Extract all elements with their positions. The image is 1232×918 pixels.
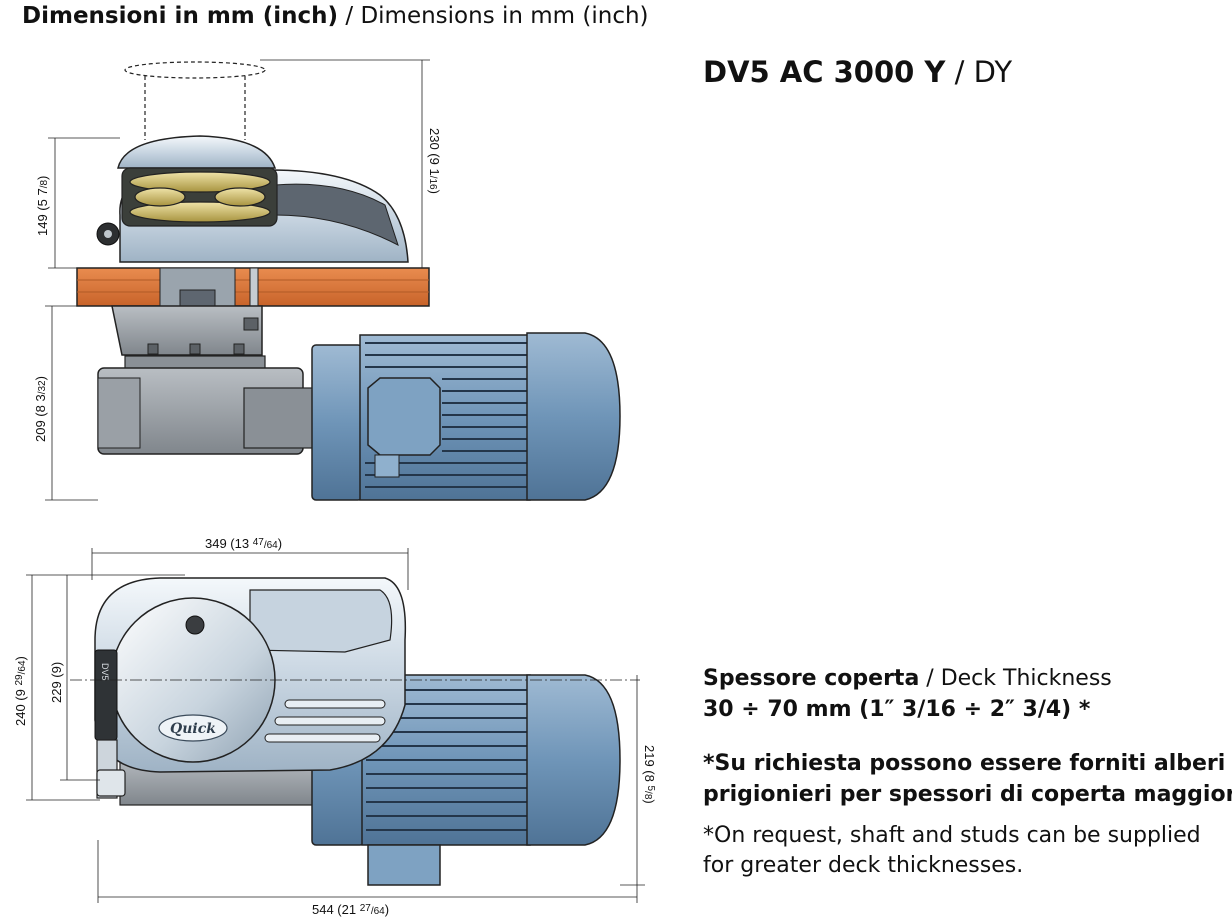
model-title: DV5 AC 3000 Y / DY [703, 55, 1012, 89]
deck-thickness-heading: Spessore coperta / Deck Thickness [703, 663, 1112, 694]
capstan-dashed-outline [124, 61, 266, 140]
dim-229-label: 229 (9) [49, 662, 64, 703]
quick-logo-text: Quick [170, 721, 216, 737]
top-dimension-lines [26, 548, 645, 903]
top-housing-window [249, 589, 393, 653]
quick-logo: Quick [158, 714, 228, 742]
note-english: *On request, shaft and studs can be supp… [703, 821, 1201, 881]
top-view: Quick DV5 349 (13 47/64) [13, 536, 657, 917]
deck-thickness-block: Spessore coperta / Deck Thickness 30 ÷ 7… [703, 663, 1112, 725]
deck-thickness-separator: / [919, 666, 941, 691]
model-variant: DY [973, 55, 1013, 89]
flange-bolts [147, 317, 259, 355]
gearbox-side-block [97, 377, 141, 449]
side-dimension-lines [45, 59, 430, 501]
page-title-english: Dimensions in mm (inch) [360, 3, 649, 29]
dim-149-label: 149 (5 7/8) [35, 176, 50, 236]
side-view: 149 (5 7/8) 230 (9 1/16) 209 (8 3/32) [33, 59, 621, 501]
gypsy [121, 167, 278, 227]
dim-230-label: 230 (9 1/16) [427, 128, 442, 194]
technical-drawing: 149 (5 7/8) 230 (9 1/16) 209 (8 3/32) [13, 59, 657, 917]
gearbox-coupling [243, 387, 320, 449]
note-italian: *Su richiesta possono essere forniti alb… [703, 748, 1232, 810]
top-motor-end-cap [526, 674, 621, 846]
handle-grip [96, 769, 126, 797]
motor-terminal-box [367, 377, 441, 456]
note-english-line1: *On request, shaft and studs can be supp… [703, 823, 1201, 848]
control-plate-text: DV5 [100, 663, 110, 681]
page-title-separator: / [338, 3, 361, 29]
note-english-line2: for greater deck thicknesses. [703, 853, 1024, 878]
dim-240-label: 240 (9 29/64) [13, 656, 28, 726]
note-italian-line1: *Su richiesta possono essere forniti alb… [703, 751, 1232, 776]
deck-thickness-label-english: Deck Thickness [940, 666, 1112, 691]
motor-cable-gland [374, 454, 400, 478]
dim-209-label: 209 (8 3/32) [33, 376, 48, 442]
housing-shadow-band [274, 183, 399, 247]
lever-knob-center [104, 230, 112, 238]
model-code: DV5 AC 3000 Y [703, 55, 946, 89]
deck-thickness-label-italian: Spessore coperta [703, 666, 920, 691]
note-italian-line2: prigionieri per spessori di coperta magg… [703, 782, 1232, 807]
model-separator: / [945, 55, 974, 89]
drum-center-knob [185, 615, 205, 635]
deck-thickness-value: 30 ÷ 70 mm (1″ 3/16 ÷ 2″ 3/4) * [703, 694, 1112, 725]
top-cap [117, 135, 277, 169]
page-title: Dimensioni in mm (inch) / Dimensions in … [22, 3, 649, 29]
housing-vents [264, 699, 386, 743]
motor-flange [311, 344, 363, 501]
gearbox-flange [111, 305, 263, 356]
dim-544-label: 544 (21 27/64) [312, 902, 389, 917]
dim-349-label: 349 (13 47/64) [205, 536, 282, 551]
top-terminal-box [367, 844, 441, 886]
dim-219-label: 219 (8 5/8) [642, 745, 657, 804]
motor-end-cap [526, 332, 621, 501]
page-title-italian: Dimensioni in mm (inch) [22, 3, 339, 29]
deck-thickness-value-text: 30 ÷ 70 mm (1″ 3/16 ÷ 2″ 3/4) * [703, 697, 1091, 722]
